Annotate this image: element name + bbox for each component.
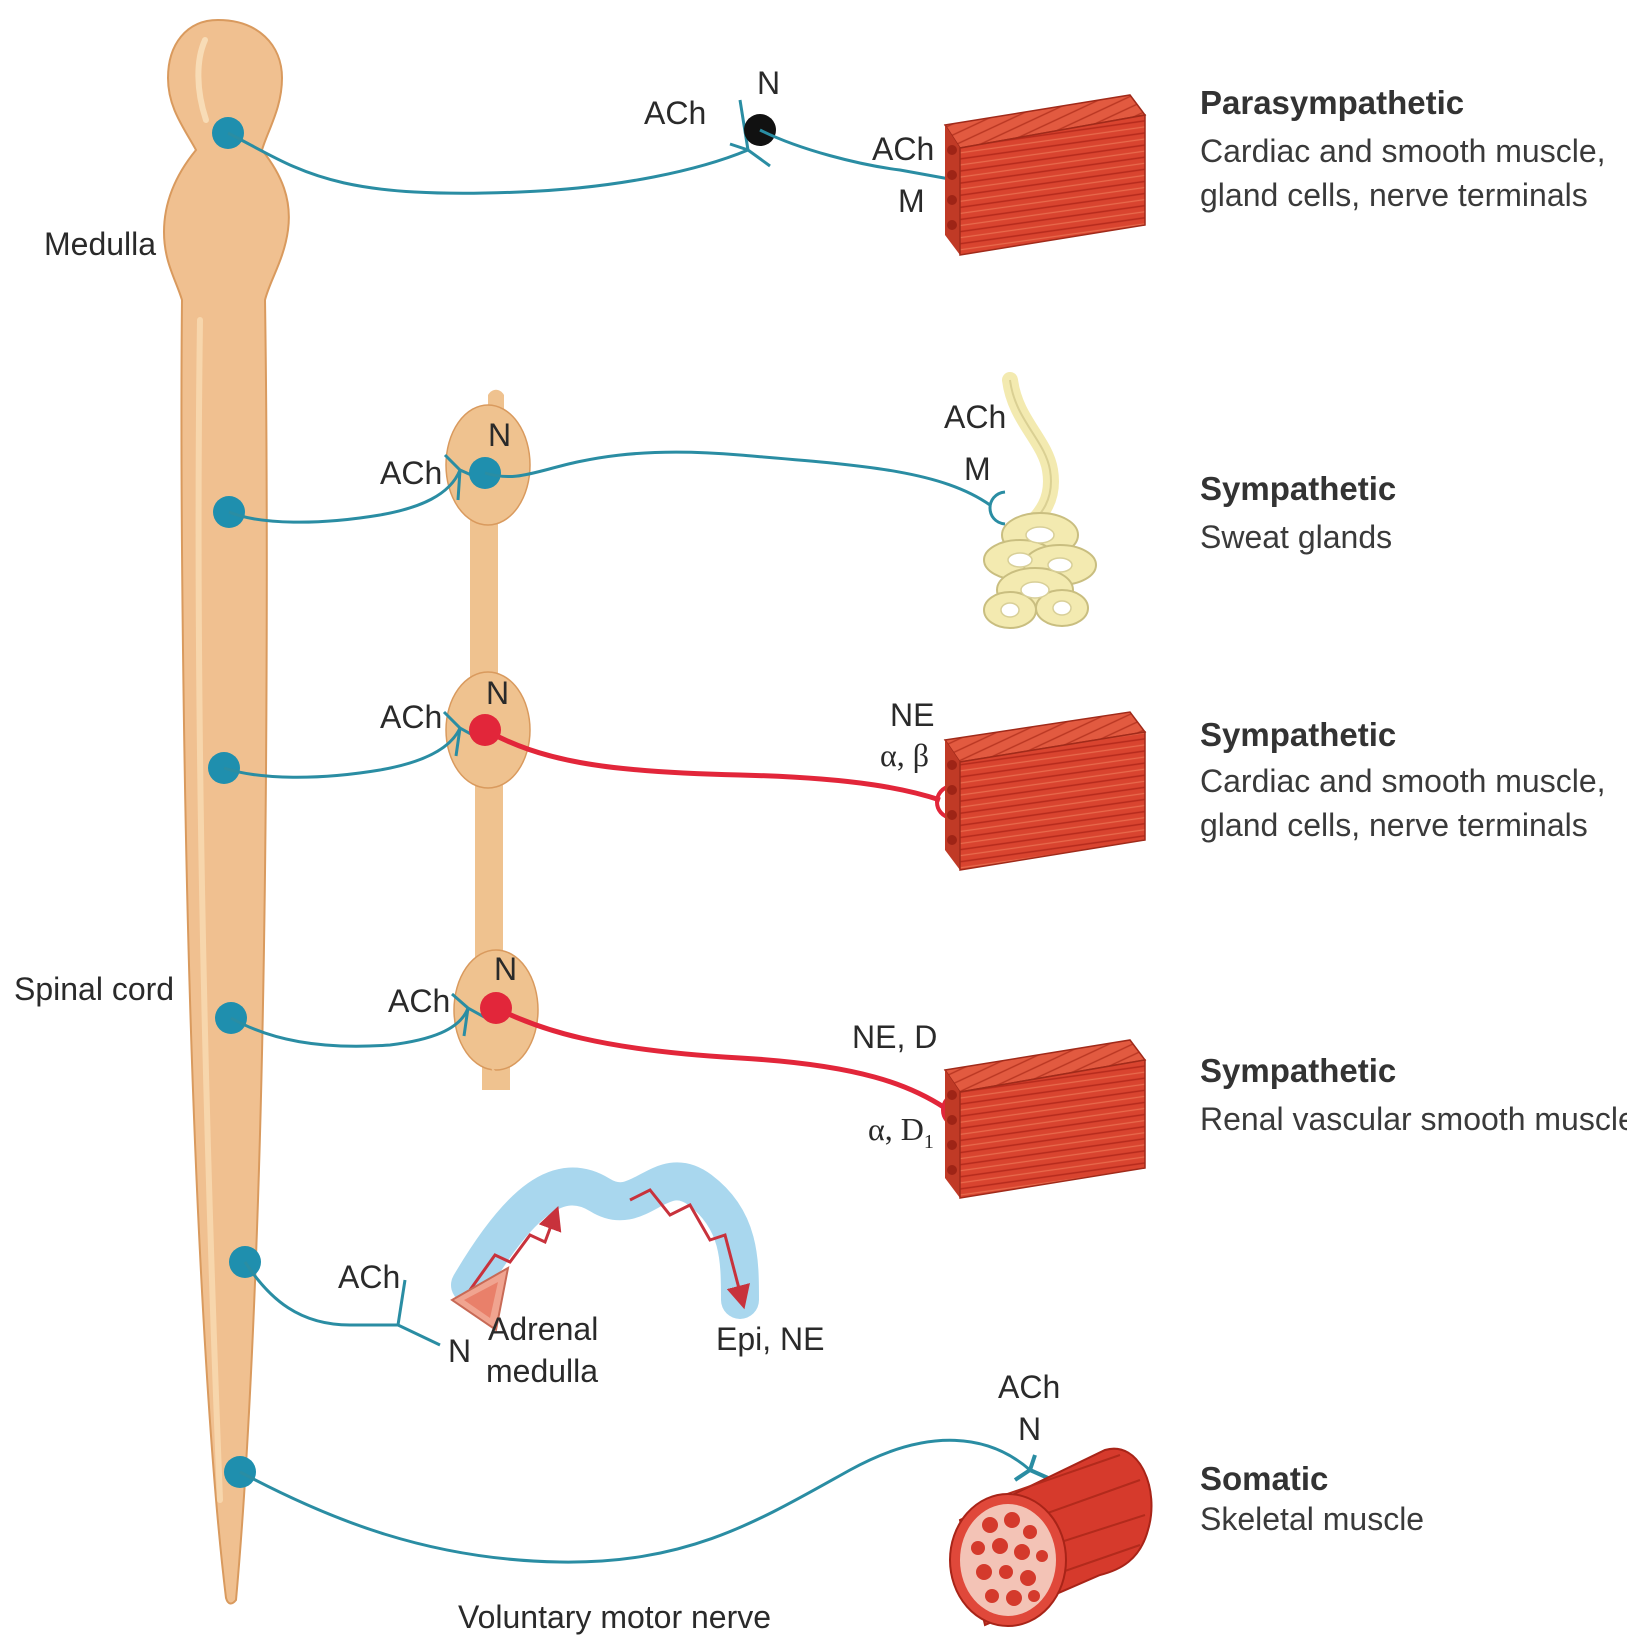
somatic-pathway: ACh N Voluntary motor nerve — [224, 1369, 1151, 1635]
postganglionic-fiber — [485, 452, 990, 505]
renal-vascular-muscle-icon — [945, 1040, 1145, 1198]
sympathetic-renal-pathway: ACh N NE, D α, D1 — [215, 951, 1145, 1198]
sympathetic-sweat-gland-pathway: ACh N ACh M — [213, 380, 1096, 628]
pre-transmitter-label: ACh — [644, 95, 706, 131]
somatic-desc: Skeletal muscle — [1200, 1501, 1424, 1537]
adrenal-label-2: medulla — [486, 1353, 598, 1389]
sympathetic-cardiac-title: Sympathetic — [1200, 716, 1396, 753]
transmitter-label: ACh — [998, 1369, 1060, 1405]
post-transmitter-label: NE, D — [852, 1019, 937, 1055]
post-transmitter-label: NE — [890, 697, 934, 733]
medulla-label: Medulla — [44, 226, 156, 262]
parasympathetic-pathway: ACh N ACh M — [212, 65, 1145, 255]
pre-transmitter-label: ACh — [380, 699, 442, 735]
post-transmitter-label: ACh — [872, 131, 934, 167]
parasympathetic-desc-1: Cardiac and smooth muscle, — [1200, 133, 1606, 169]
adrenal-label-1: Adrenal — [488, 1311, 598, 1347]
neuromuscular-junction-icon — [1015, 1455, 1048, 1480]
ganglion-receptor-label: N — [757, 65, 780, 101]
blood-vessel-icon — [470, 1181, 740, 1300]
target-receptor-label: α, D1 — [868, 1111, 934, 1153]
target-synapse-icon — [990, 492, 1005, 524]
cardiac-smooth-muscle-icon — [945, 712, 1145, 870]
voluntary-motor-fiber — [240, 1440, 1030, 1562]
postganglionic-fiber — [485, 730, 940, 800]
sympathetic-cardiac-pathway: ACh N NE α, β — [208, 675, 1145, 870]
somatic-title: Somatic — [1200, 1460, 1328, 1497]
spinal-cord — [164, 20, 289, 1604]
parasympathetic-desc-2: gland cells, nerve terminals — [1200, 177, 1588, 213]
pre-transmitter-label: ACh — [388, 983, 450, 1019]
ganglion-receptor-label: N — [488, 417, 511, 453]
sympathetic-sweat-desc: Sweat glands — [1200, 519, 1392, 555]
skeletal-muscle-icon — [950, 1449, 1151, 1626]
adrenal-medulla-pathway: ACh N Adrenal medulla Epi, NE — [229, 1181, 824, 1389]
sympathetic-renal-desc: Renal vascular smooth muscle — [1200, 1101, 1627, 1137]
target-receptor-label: α, β — [880, 737, 929, 773]
voluntary-motor-nerve-label: Voluntary motor nerve — [458, 1599, 771, 1635]
pre-transmitter-label: ACh — [380, 455, 442, 491]
sympathetic-cardiac-desc-1: Cardiac and smooth muscle, — [1200, 763, 1606, 799]
sympathetic-sweat-title: Sympathetic — [1200, 470, 1396, 507]
epi-ne-label: Epi, NE — [716, 1321, 824, 1357]
target-receptor-label: M — [898, 183, 925, 219]
receptor-subscript: 1 — [924, 1131, 934, 1153]
cardiac-smooth-muscle-icon — [945, 95, 1145, 255]
sympathetic-cardiac-desc-2: gland cells, nerve terminals — [1200, 807, 1588, 843]
post-transmitter-label: ACh — [944, 399, 1006, 435]
parasympathetic-title: Parasympathetic — [1200, 84, 1464, 121]
ganglion-receptor-label: N — [494, 951, 517, 987]
receptor-label: N — [1018, 1411, 1041, 1447]
sympathetic-renal-title: Sympathetic — [1200, 1052, 1396, 1089]
pre-transmitter-label: ACh — [338, 1259, 400, 1295]
receptor-label: N — [448, 1333, 471, 1369]
ganglion-receptor-label: N — [486, 675, 509, 711]
target-receptor-label: M — [964, 451, 991, 487]
spinal-cord-label: Spinal cord — [14, 971, 174, 1007]
preganglionic-fiber — [228, 133, 748, 193]
